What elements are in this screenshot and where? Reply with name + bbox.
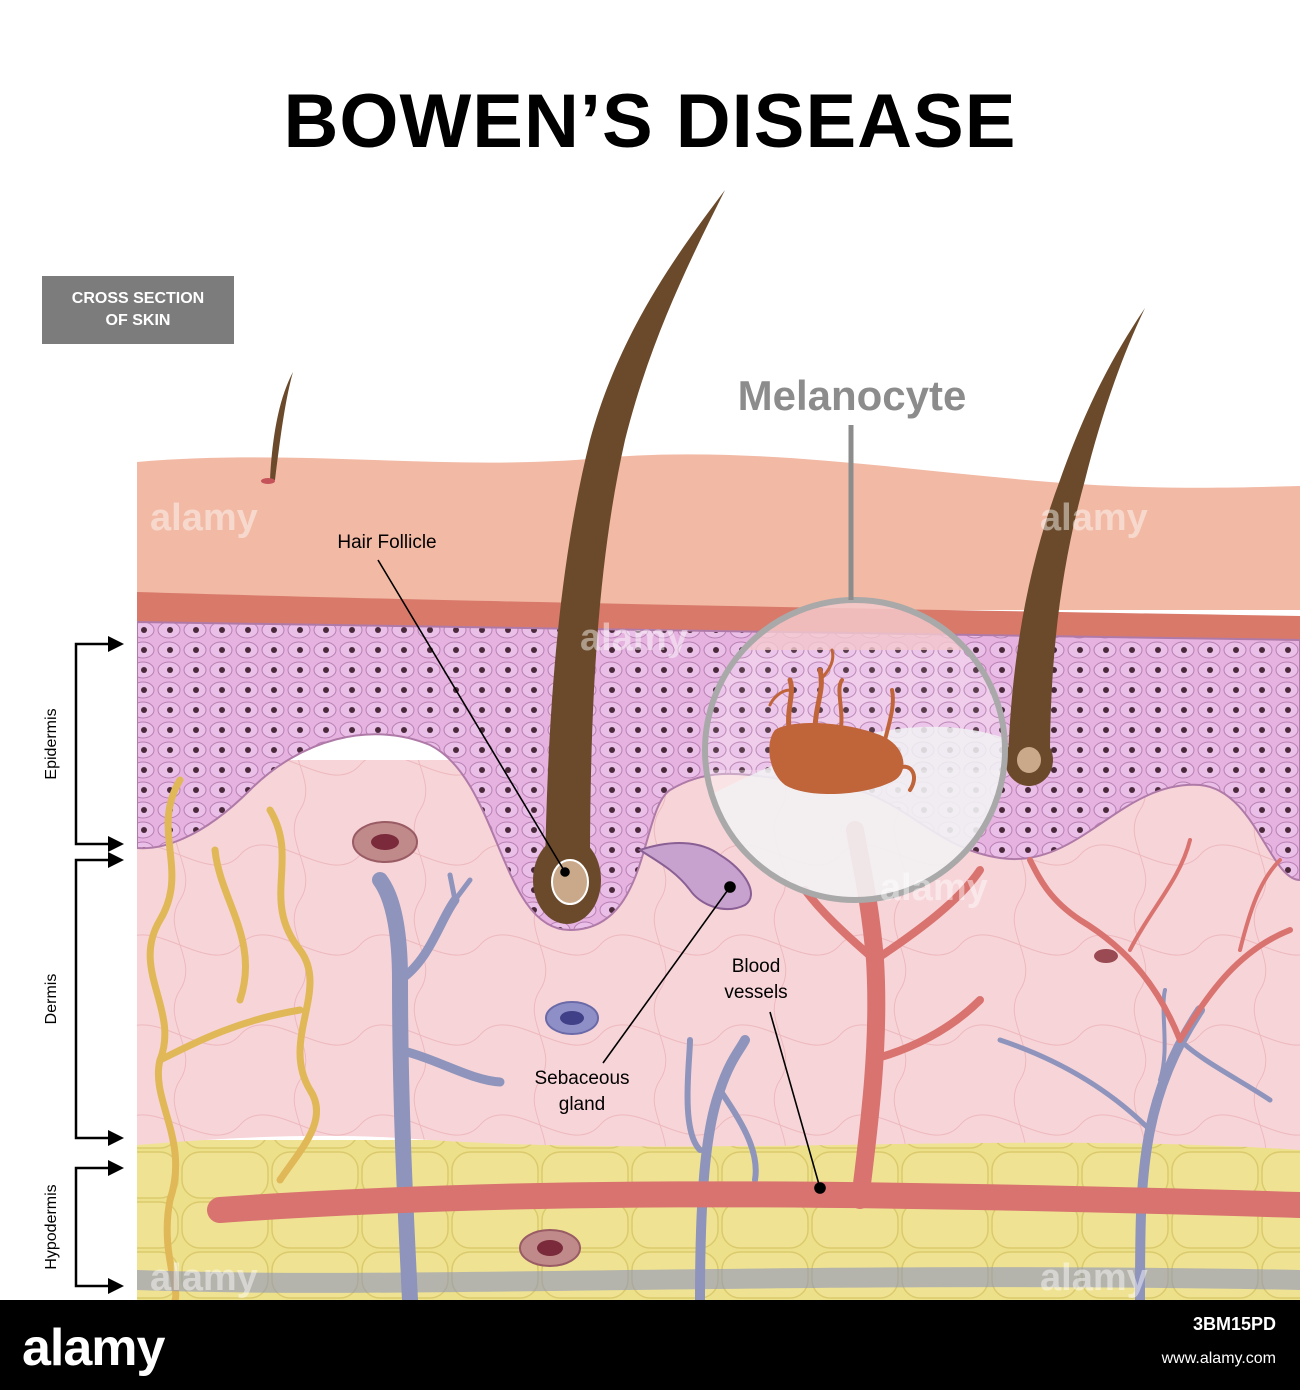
sebaceous-label-line1: Sebaceous [534,1068,629,1089]
melanocyte-label: Melanocyte [738,372,967,419]
sebaceous-leader-dot [724,881,736,893]
veins [137,872,1300,1300]
small-dot [1094,949,1118,963]
epidermis-label: Epidermis [43,708,60,779]
fat-cell-core [537,1240,563,1256]
layer-brackets [74,642,110,1288]
blood-leader [769,1011,821,1189]
watermark-1: alamy [150,497,258,539]
main-hair-papilla [551,859,589,905]
epidermis-bracket [74,642,110,846]
leader-lines [377,559,826,1194]
arteries [207,821,1300,1223]
bracket-arrowheads [108,636,124,1294]
hair-follicle-leader [377,559,566,873]
sebaceous-label-line2: gland [559,1094,606,1115]
small-hair [270,372,293,480]
main-hair-shaft [545,190,725,870]
watermark-5: alamy [150,1257,258,1299]
footer-url: www.alamy.com [1161,1350,1276,1367]
hair-follicle-leader-dot [560,867,570,877]
dermis-label: Dermis [43,974,60,1025]
hairs [261,190,1145,870]
page-title: BOWEN’S DISEASE [283,79,1017,164]
watermark-2: alamy [580,617,688,659]
right-hair-papilla [1017,747,1041,773]
nerve-fibers [146,776,320,1300]
stratum-band [137,592,1300,640]
watermark-4: alamy [880,867,988,909]
magnifier [702,425,1008,903]
melanocyte-cell [768,648,916,795]
footer-bar: alamy 3BM15PD www.alamy.com [0,1300,1300,1390]
cross-section-badge: CROSS SECTION OF SKIN [42,276,234,344]
dermis-bracket [74,858,110,1140]
skin-layers [137,454,1300,1300]
cross-section-badge-text: CROSS SECTION OF SKIN [71,290,205,329]
blood-label-line2: vessels [724,982,787,1003]
papilla-dot-core [371,834,399,850]
right-hair-shaft [1008,308,1145,760]
hypodermis-label: Hypodermis [43,1184,60,1269]
image-id: 3BM15PD [1192,1314,1276,1334]
watermark-3: alamy [1040,497,1148,539]
hair-follicle-label: Hair Follicle [337,532,436,553]
hypodermis-bracket [74,1166,110,1288]
skin-cross-section: Melanocyte Hair Follicle Sebaceous gland… [43,190,1300,1300]
blood-leader-dot [814,1182,826,1194]
watermarks: alamy alamy alamy alamy alamy alamy [150,497,1148,1299]
gland-cell-core [560,1011,584,1025]
footer-logo: alamy [22,1319,165,1377]
sebaceous-gland [637,842,752,910]
small-hair-root [261,478,275,484]
watermark-6: alamy [1040,1257,1148,1299]
sebaceous-leader [602,886,731,1064]
magnifier-ring [702,597,1008,903]
blood-label-line1: Blood [732,956,781,977]
